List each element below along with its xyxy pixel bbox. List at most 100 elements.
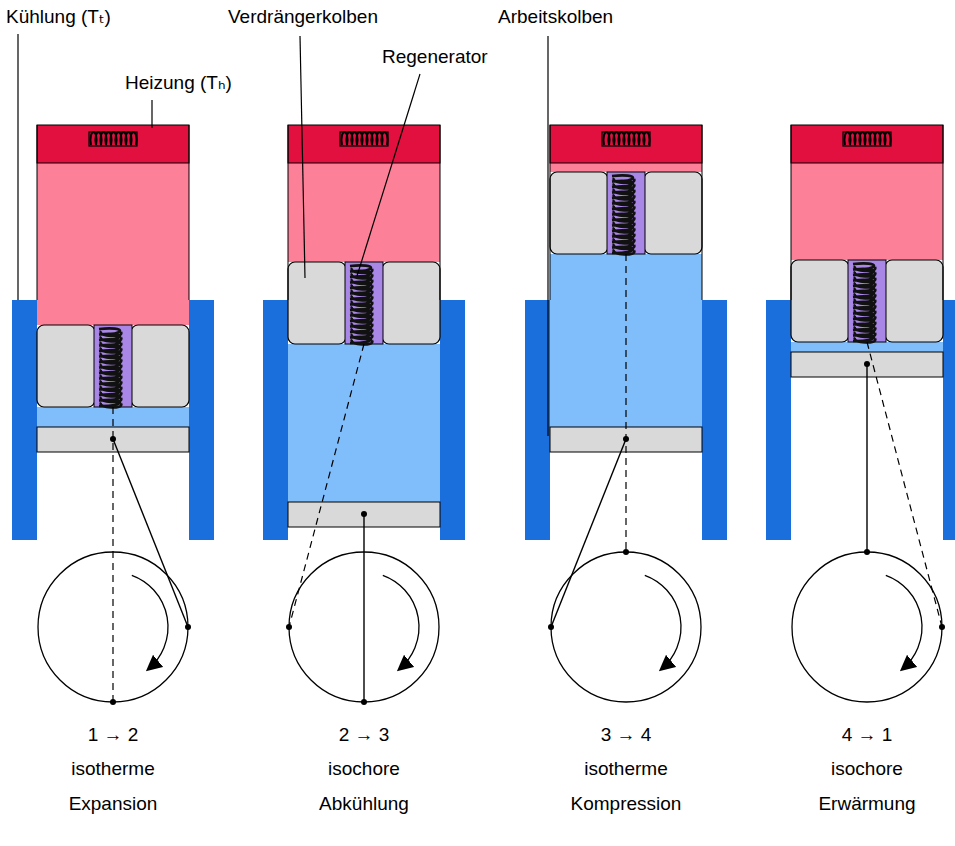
rotation-arrow <box>645 575 681 669</box>
heater <box>791 125 943 163</box>
part-label: Arbeitskolben <box>498 6 613 28</box>
regenerator <box>345 262 383 344</box>
pin <box>361 699 367 705</box>
regenerator-mesh <box>853 263 875 342</box>
pin <box>361 511 367 517</box>
displacer-block <box>37 325 95 407</box>
regenerator <box>848 260 886 342</box>
regenerator-mesh <box>99 328 121 407</box>
part-label: Verdrängerkolben <box>228 6 378 28</box>
heating-coil <box>340 132 388 146</box>
displacer-block <box>131 325 189 407</box>
part-label: Heizung (Tₕ) <box>125 72 232 94</box>
leader-line <box>357 74 420 276</box>
leader-line <box>547 36 548 436</box>
heater <box>550 125 702 163</box>
pin <box>864 549 870 555</box>
leader-line <box>151 100 152 128</box>
displacer-rod <box>867 342 942 627</box>
cooling-jacket <box>189 300 214 540</box>
heating-coil <box>89 132 137 146</box>
stirling-panel <box>766 125 955 702</box>
step-caption: 1 → 2 <box>88 724 139 746</box>
pin <box>939 624 945 630</box>
crank-circle <box>551 552 701 702</box>
part-label: Kühlung (Tₜ) <box>6 6 111 28</box>
cylinder-wall <box>37 125 38 300</box>
pin <box>185 624 191 630</box>
displacer-rod <box>289 344 364 627</box>
hot-gas <box>288 163 440 262</box>
regenerator-mesh <box>350 265 372 344</box>
rotation-arrow <box>132 575 168 669</box>
step-caption: isochore <box>328 758 400 780</box>
cylinder-wall <box>550 125 551 300</box>
cooling-jacket <box>440 300 465 540</box>
cylinder-wall <box>791 125 792 300</box>
step-caption: 3 → 4 <box>601 724 652 746</box>
cooling-jacket <box>943 300 955 540</box>
step-caption: Abkühlung <box>319 793 409 815</box>
stirling-panel <box>263 125 465 705</box>
crank-circle <box>792 552 942 702</box>
hot-gas <box>37 163 189 325</box>
displacer-rod <box>112 407 113 702</box>
step-caption: isotherme <box>71 758 154 780</box>
cold-gas <box>288 344 440 502</box>
cooling-jacket <box>702 300 727 540</box>
displacer-block <box>550 172 608 254</box>
pin <box>110 699 116 705</box>
stirling-panel <box>12 125 214 705</box>
displacer-block <box>885 260 943 342</box>
displacer-block <box>288 262 346 344</box>
pin <box>548 624 554 630</box>
step-caption: Kompression <box>571 793 682 815</box>
part-label: Regenerator <box>382 46 488 68</box>
piston-rod <box>363 514 364 702</box>
cylinder-wall <box>288 125 289 300</box>
cooling-jacket <box>766 300 791 540</box>
piston-rod <box>866 364 867 552</box>
cylinder-wall <box>189 125 190 300</box>
rotation-arrow <box>886 575 922 669</box>
heating-coil <box>90 132 136 145</box>
cylinder-wall <box>943 125 944 300</box>
stirling-panel <box>525 125 727 702</box>
displacer-block <box>644 172 702 254</box>
displacer-block <box>382 262 440 344</box>
pin <box>286 624 292 630</box>
heating-coil <box>843 132 891 146</box>
pin <box>110 436 116 442</box>
cylinder-wall <box>440 125 441 300</box>
piston-rod <box>113 439 188 627</box>
pin <box>864 361 870 367</box>
piston-rod <box>551 439 626 627</box>
cylinder-wall <box>702 125 703 300</box>
heating-coil <box>602 132 650 146</box>
hot-gas <box>550 163 702 172</box>
heating-coil <box>603 132 649 145</box>
step-caption: isotherme <box>584 758 667 780</box>
cooling-jacket <box>12 300 37 540</box>
regenerator <box>607 172 645 254</box>
cooling-jacket <box>263 300 288 540</box>
step-caption: Erwärmung <box>818 793 915 815</box>
heater <box>288 125 440 163</box>
regenerator-mesh <box>612 175 634 254</box>
step-caption: Expansion <box>69 793 158 815</box>
displacer-block <box>791 260 849 342</box>
heater <box>37 125 189 163</box>
heating-coil <box>844 132 890 145</box>
step-caption: 4 → 1 <box>842 724 893 746</box>
pin <box>623 549 629 555</box>
pin <box>623 436 629 442</box>
leader-line <box>17 34 18 300</box>
cooling-jacket <box>525 300 550 540</box>
rotation-arrow <box>383 575 419 669</box>
regenerator <box>94 325 132 407</box>
displacer-rod <box>625 254 626 552</box>
leader-line <box>300 36 305 278</box>
hot-gas <box>791 163 943 260</box>
step-caption: isochore <box>831 758 903 780</box>
